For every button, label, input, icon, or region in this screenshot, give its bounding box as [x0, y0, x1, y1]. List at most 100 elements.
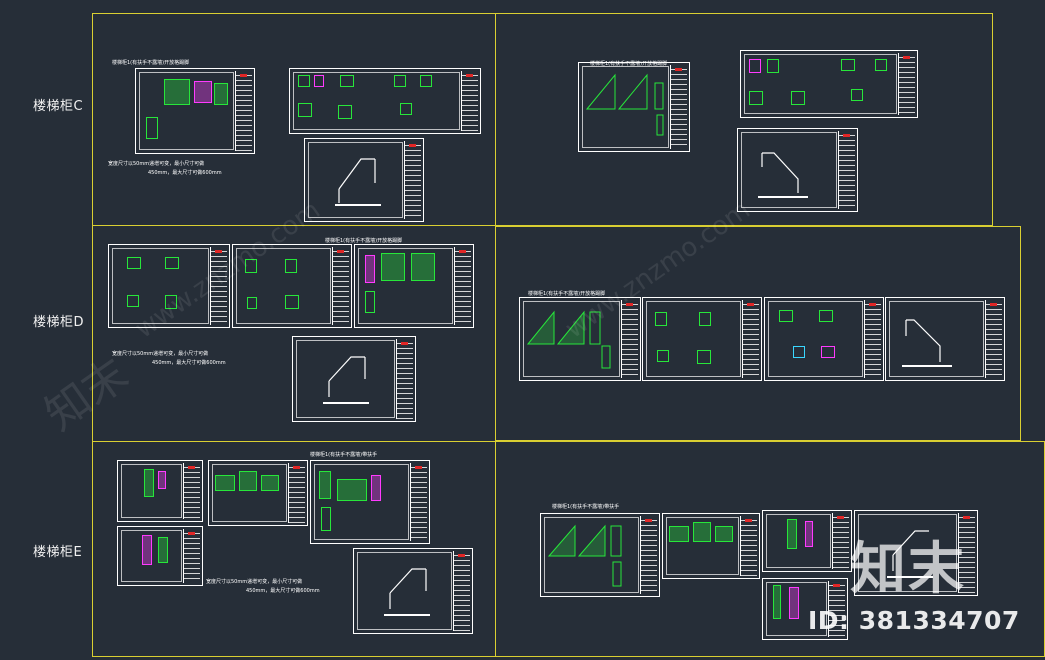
title-block [183, 529, 200, 583]
stair-cabinet-elevation [693, 522, 711, 542]
cabinet-detail [875, 59, 887, 71]
drawing-sheet[interactable] [117, 526, 203, 586]
watermark-logo: 知末 [850, 537, 966, 602]
caption-e-left: 楼梯柜1(有扶手不露墙)带扶手 [310, 452, 378, 458]
size-note-line2: 450mm，最大尺寸可做600mm [152, 360, 226, 366]
cabinet-detail [247, 297, 257, 309]
stair-cabinet-elevation [144, 469, 154, 497]
drawing-sheet[interactable] [232, 244, 352, 328]
stair-cabinet-elevation [669, 526, 689, 542]
title-block [864, 300, 881, 378]
cabinet-detail [314, 75, 324, 87]
title-block [210, 247, 227, 325]
size-note-line1: 宽度尺寸以50mm递增可变，最小尺寸可做 [206, 579, 303, 585]
title-block [461, 71, 478, 131]
sheet-border [293, 72, 460, 130]
frame-d-right[interactable] [495, 226, 1021, 441]
cabinet-detail [657, 350, 669, 362]
cabinet-detail [285, 295, 299, 309]
title-block [838, 131, 855, 209]
sheet-border [112, 248, 209, 324]
title-block [288, 463, 305, 523]
drawing-sheet[interactable] [135, 68, 255, 154]
size-note-line2: 450mm，最大尺寸可做600mm [148, 170, 222, 176]
row-label-d: 楼梯柜D [33, 315, 85, 330]
stair-cabinet-elevation [158, 471, 166, 489]
stair-cabinet-elevation [371, 475, 381, 501]
title-block [183, 463, 200, 519]
caption-d-right: 楼梯柜1(有扶手不露墙)开放格踢脚 [528, 291, 606, 297]
title-block [832, 513, 849, 569]
watermark-id: ID: 381334707 [808, 606, 1020, 635]
sheet-border [646, 301, 741, 377]
handrail-sheet[interactable] [737, 128, 858, 212]
drawing-sheet[interactable] [289, 68, 481, 134]
stair-cabinet-elevation [214, 83, 228, 105]
caption-d-left: 楼梯柜1(有扶手不露墙)开放格踢脚 [325, 238, 403, 244]
sheet-border [212, 464, 287, 522]
sheet-border [889, 301, 984, 377]
title-block [235, 71, 252, 151]
cabinet-detail [127, 257, 141, 269]
title-block [410, 463, 427, 541]
title-block [898, 53, 915, 115]
drawing-sheet[interactable] [762, 510, 852, 572]
drawing-sheet[interactable] [662, 513, 760, 579]
drawing-sheet[interactable] [642, 297, 762, 381]
size-note: 宽度尺寸以50mm递增可变，最小尺寸可做 450mm，最大尺寸可做600mm [108, 160, 222, 178]
sheet-border [666, 517, 739, 575]
stair-cabinet-elevation [411, 253, 435, 281]
title-block [453, 551, 470, 631]
handrail-sheet[interactable] [854, 510, 978, 596]
cabinet-detail [298, 103, 312, 117]
handrail-sheet[interactable] [353, 548, 473, 634]
sheet-border [139, 72, 234, 150]
drawing-sheet[interactable] [519, 297, 641, 381]
handrail-sheet[interactable] [304, 138, 424, 222]
handrail-sheet[interactable] [885, 297, 1005, 381]
handrail-sheet[interactable] [292, 336, 416, 422]
sheet-border [523, 301, 620, 377]
drawing-sheet[interactable] [764, 297, 884, 381]
drawing-sheet[interactable] [310, 460, 430, 544]
stair-cabinet-elevation [789, 587, 799, 619]
cabinet-detail [165, 295, 177, 309]
drawing-sheet[interactable] [117, 460, 203, 522]
size-note-line1: 宽度尺寸以50mm递增可变，最小尺寸可做 [108, 161, 205, 167]
cabinet-detail [841, 59, 855, 71]
drawing-sheet[interactable] [540, 513, 660, 597]
sheet-border [296, 340, 395, 418]
title-block [396, 339, 413, 419]
cabinet-detail [749, 59, 761, 73]
row-label-c: 楼梯柜C [33, 99, 84, 114]
cabinet-detail [165, 257, 179, 269]
caption-e-right: 楼梯柜1(有扶手不露墙)带扶手 [552, 504, 620, 510]
frame-c-right[interactable] [495, 13, 993, 226]
cabinet-detail [298, 75, 310, 87]
drawing-sheet[interactable] [740, 50, 918, 118]
drawing-sheet[interactable] [208, 460, 308, 526]
stair-cabinet-elevation [547, 524, 622, 587]
handrail-drawing [335, 158, 381, 206]
stair-cabinet-elevation [142, 535, 152, 565]
drawing-sheet[interactable] [108, 244, 230, 328]
sheet-border [121, 464, 182, 518]
caption-c-right: 楼梯柜1(有扶手不露墙)开放格踢脚 [590, 61, 668, 67]
drawing-sheet[interactable] [354, 244, 474, 328]
sheet-border [768, 301, 863, 377]
stair-cabinet-elevation [805, 521, 813, 547]
title-block [958, 513, 975, 593]
cabinet-detail [340, 75, 354, 87]
drawing-sheet[interactable] [578, 62, 690, 152]
handrail-drawing [887, 530, 933, 578]
size-note: 宽度尺寸以50mm递增可变，最小尺寸可做 450mm，最大尺寸可做600mm [206, 578, 320, 596]
sheet-border [357, 552, 452, 630]
drawing-sheet[interactable] [762, 578, 848, 640]
cabinet-detail [819, 310, 833, 322]
stair-cabinet-elevation [239, 471, 257, 491]
sheet-border [121, 530, 182, 582]
cabinet-detail [749, 91, 763, 105]
title-block [740, 516, 757, 576]
cabinet-detail [285, 259, 297, 273]
stair-cabinet-elevation [337, 479, 367, 501]
